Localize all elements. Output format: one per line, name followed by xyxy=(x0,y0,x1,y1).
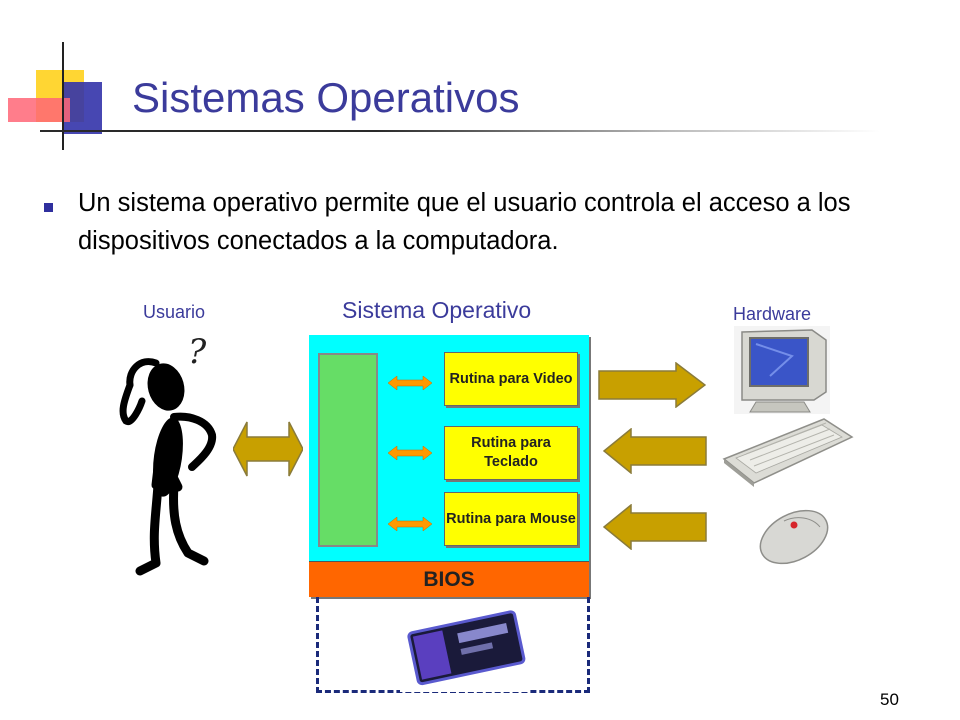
title-divider xyxy=(40,130,880,132)
routine-keyboard: Rutina para Teclado xyxy=(444,426,578,480)
arrow-from-keyboard xyxy=(603,428,707,474)
bullet-marker xyxy=(44,203,53,212)
arrow-app-mouse xyxy=(388,516,432,532)
arrow-from-mouse xyxy=(603,504,707,550)
arrow-app-keyboard xyxy=(388,445,432,461)
question-mark: ? xyxy=(188,332,207,372)
application-block xyxy=(318,353,378,547)
routine-video: Rutina para Video xyxy=(444,352,578,406)
arrow-to-monitor xyxy=(598,362,706,408)
label-os: Sistema Operativo xyxy=(342,297,532,323)
arrow-user-os xyxy=(233,421,303,477)
keyboard-image xyxy=(722,418,854,487)
mouse-image xyxy=(759,509,829,565)
bios-bar: BIOS xyxy=(309,561,589,597)
bullet-text: Un sistema operativo permite que el usua… xyxy=(78,189,851,255)
routine-mouse: Rutina para Mouse xyxy=(444,492,578,546)
page-number: 50 xyxy=(880,690,899,709)
label-hardware: Hardware xyxy=(733,304,812,324)
monitor-image xyxy=(734,326,830,414)
title-decoration xyxy=(8,42,102,150)
processor-image xyxy=(400,600,530,692)
label-user: Usuario xyxy=(143,302,206,322)
arrow-app-video xyxy=(388,375,432,391)
user-figure xyxy=(119,358,217,576)
page-title: Sistemas Operativos xyxy=(132,74,520,121)
